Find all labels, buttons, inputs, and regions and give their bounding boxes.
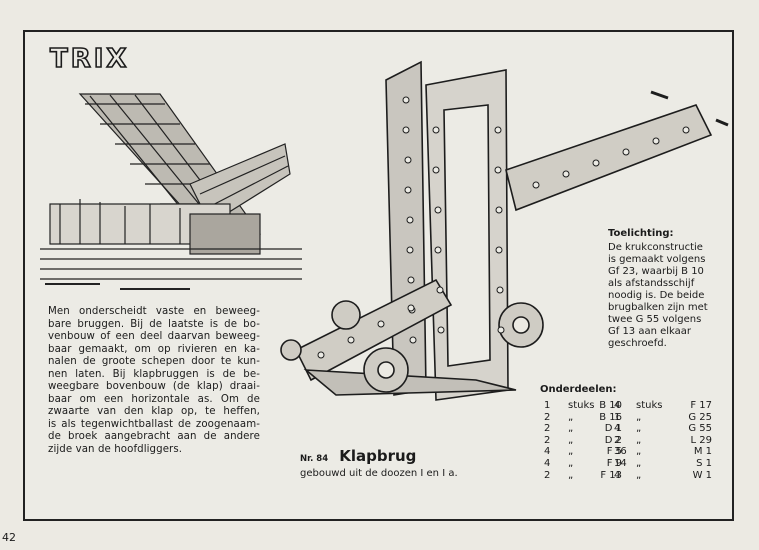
note-line: is gemaakt volgens <box>608 254 706 265</box>
part-unit: „ <box>568 423 574 435</box>
part-code: W 1 <box>692 469 712 481</box>
part-qty: 14 <box>614 457 627 469</box>
parts-row: 1 „ G 25 <box>614 412 712 424</box>
part-qty: 1 <box>614 411 621 423</box>
part-qty: 2 <box>544 423 551 435</box>
parts-heading: Onderdeelen: <box>540 384 617 395</box>
part-code: D 1 <box>604 423 622 435</box>
parts-row: 4 stuks F 17 <box>614 400 712 412</box>
model-name: Klapbrug <box>339 447 417 465</box>
part-code: D 2 <box>604 434 622 446</box>
explanation-note: Toelichting: De krukconstructie is gemaa… <box>608 228 718 350</box>
part-unit: „ <box>636 469 642 481</box>
intro-line: weegbare bovenbouw (de klap) draai- <box>48 381 260 392</box>
part-unit: „ <box>568 411 574 423</box>
note-line: De krukconstructie <box>608 242 703 253</box>
klapbrug-model-illustration <box>280 60 729 401</box>
parts-row: 2 „ D 1 <box>544 423 622 435</box>
part-unit: „ <box>636 457 642 469</box>
model-subtitle: gebouwd uit de doozen I en I a. <box>300 468 458 479</box>
intro-line: nen laten. Bij klapbruggen is de be- <box>48 368 260 380</box>
parts-row: 14 „ S 1 <box>614 458 712 470</box>
part-qty: 4 <box>614 469 621 481</box>
parts-list-left: 1 stuks B 10 2 „ B 16 2 „ D 1 2 „ D 2 4 „ F 5 4 „ F … <box>544 400 622 481</box>
intro-line: nalen de groote schepen door te kun- <box>48 356 260 367</box>
part-code: F 17 <box>690 400 712 411</box>
part-code: F 9 <box>606 457 622 469</box>
note-line: als afstandsschijf <box>608 278 695 289</box>
intro-line: venbouw of een deel daarvan beweeg- <box>48 331 260 342</box>
part-unit: „ <box>636 446 642 458</box>
parts-row: 1 stuks B 10 <box>544 400 622 412</box>
part-code: M 1 <box>693 446 712 458</box>
part-qty: 2 <box>544 411 551 423</box>
part-unit: „ <box>568 457 574 469</box>
part-qty: 4 <box>544 446 551 458</box>
intro-line: is als tegenwichtballast de zoogenaam- <box>48 418 260 430</box>
note-line: Gf 13 aan elkaar <box>608 326 692 337</box>
part-code: B 16 <box>599 411 622 423</box>
parts-row: 2 „ B 16 <box>544 412 622 424</box>
note-line: twee G 55 volgens <box>608 314 702 325</box>
page-number: 42 <box>2 531 16 544</box>
intro-line: zijde van de hoofdliggers. <box>48 443 183 455</box>
part-code: B 10 <box>599 400 622 411</box>
parts-row: 2 „ L 29 <box>614 435 712 447</box>
part-unit: „ <box>568 434 574 446</box>
note-line: noodig is. De beide <box>608 290 705 301</box>
trix-logo: TRIX <box>49 43 129 74</box>
intro-line: de broek aangebracht aan de andere <box>48 431 260 442</box>
part-unit: „ <box>636 411 642 423</box>
model-caption: Nr. 84 Klapbrug gebouwd uit de doozen I … <box>300 446 458 479</box>
part-unit: stuks <box>636 400 663 411</box>
part-qty: 1 <box>544 400 551 411</box>
note-line: brugbalken zijn met <box>608 302 708 313</box>
part-unit: „ <box>568 446 574 458</box>
part-unit: stuks <box>568 400 595 411</box>
part-unit: „ <box>636 423 642 435</box>
bascule-bridge-photo <box>40 93 302 290</box>
part-code: F 5 <box>606 446 622 458</box>
part-code: S 1 <box>696 457 712 469</box>
part-unit: „ <box>568 469 574 481</box>
intro-line: zwaarte van den klap op, te heffen, <box>48 406 260 417</box>
note-line: geschroefd. <box>608 338 667 349</box>
part-qty: 2 <box>544 434 551 446</box>
intro-line: bare bruggen. Bij de laatste is de bo- <box>48 318 260 330</box>
brand-text: TRIX <box>50 44 129 74</box>
parts-row: 36 „ M 1 <box>614 446 712 458</box>
intro-line: Men onderscheidt vaste en beweeg- <box>48 306 260 317</box>
part-unit: „ <box>636 434 642 446</box>
parts-row: 4 „ W 1 <box>614 470 712 482</box>
parts-row: 2 „ F 13 <box>544 470 622 482</box>
parts-row: 4 „ F 5 <box>544 446 622 458</box>
parts-row: 4 „ F 9 <box>544 458 622 470</box>
part-qty: 2 <box>544 469 551 481</box>
part-code: L 29 <box>690 434 712 446</box>
note-line: Gf 23, waarbij B 10 <box>608 266 704 277</box>
part-qty: 4 <box>544 457 551 469</box>
part-code: G 55 <box>688 423 712 435</box>
note-heading: Toelichting: <box>608 228 674 239</box>
part-qty: 2 <box>614 434 621 446</box>
model-number: Nr. 84 <box>300 454 329 464</box>
part-qty: 4 <box>614 400 621 411</box>
intro-text: Men onderscheidt vaste en beweeg- bare b… <box>48 306 260 456</box>
part-code: F 13 <box>600 469 622 481</box>
parts-list-right: 4 stuks F 17 1 „ G 25 4 „ G 55 2 „ L 29 36 „ M 1 1… <box>614 400 712 481</box>
part-code: G 25 <box>688 411 712 423</box>
intro-line: baar gemaakt, om op rivieren en ka- <box>48 343 260 355</box>
part-qty: 4 <box>614 423 621 435</box>
parts-row: 2 „ D 2 <box>544 435 622 447</box>
parts-row: 4 „ G 55 <box>614 423 712 435</box>
intro-line: baar om een horizontale as. Om de <box>48 393 260 405</box>
part-qty: 36 <box>614 446 627 458</box>
